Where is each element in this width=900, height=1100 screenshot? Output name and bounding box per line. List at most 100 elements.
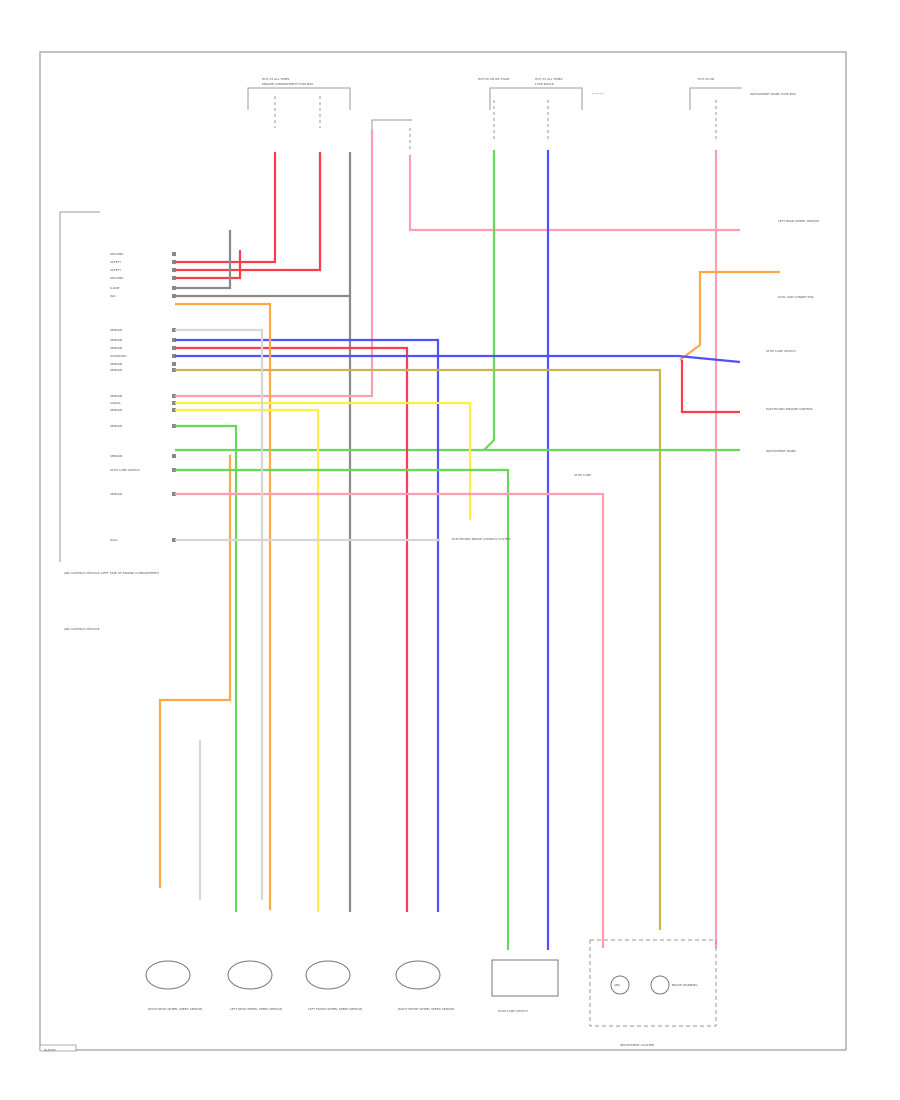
module-pin-label: SAFETY [110, 260, 121, 264]
sensor-label: RIGHT FRONT WHEEL SPEED SENSOR [398, 1007, 454, 1011]
module-pin-label: SENSOR [110, 368, 122, 372]
wire-gray-2 [175, 230, 232, 290]
mid-label-1: ELECTRONIC BRAKE CONTROL SYSTEM [452, 537, 511, 541]
fuse-box-4: HOT IN ON INSTRUMENT PANEL FUSE BOX [689, 77, 796, 140]
right-label-4: ELECTRONIC ENGINE CONTROL [766, 407, 813, 411]
wheel-speed-sensor: LEFT FRONT WHEEL SPEED SENSOR [305, 960, 362, 1011]
module-pin-label: GROUND [110, 252, 124, 256]
module-pin-label: IGN [110, 294, 115, 298]
svg-text:* * * * *: * * * * * [592, 92, 604, 96]
wheel-speed-sensor: LEFT REAR WHEEL SPEED SENSOR [227, 960, 282, 1011]
stop-lamp-switch-box [491, 959, 559, 997]
module-pin [172, 294, 176, 298]
fuse-box-3-label: HOT AT ALL TIMES [535, 77, 563, 81]
fuse-box-1-note: ENGINE COMPARTMENT FUSE BOX [262, 82, 313, 86]
wire-red-3 [175, 250, 242, 280]
module-pin [172, 424, 176, 428]
fuse-box-3-note: FUSE BLOCK [535, 82, 555, 86]
abs-warning-lamp-icon [610, 975, 630, 995]
footer-code: W-8765 [44, 1048, 56, 1052]
module-pin [172, 346, 176, 350]
instrument-cluster-box [589, 939, 717, 1027]
module-pin [172, 354, 176, 358]
module-pin [172, 268, 176, 272]
module-pin [172, 394, 176, 398]
wire-pink-1 [408, 155, 740, 232]
module-pin [172, 260, 176, 264]
module-pin-labels: GROUNDSAFETYSAFETYGROUNDK-LINEIGNSENSORS… [110, 252, 176, 542]
wire-lgray-2 [175, 328, 264, 900]
cluster-lamp-2: BRAKE WARNING [672, 983, 698, 987]
sensor-body-icon [395, 960, 441, 990]
fuse-box-4-note: INSTRUMENT PANEL FUSE BOX [750, 92, 796, 96]
wire-orange-right [679, 270, 780, 361]
module-pin [172, 538, 176, 542]
module-pin [172, 468, 176, 472]
module-pin-label: SENSOR [110, 394, 122, 398]
fuse-box-2: HOT IN ON OR START [371, 77, 510, 150]
cluster-label: INSTRUMENT CLUSTER [620, 1043, 654, 1047]
wire-blue-2 [175, 354, 741, 364]
module-pin-label: SENSOR [110, 492, 122, 496]
module-pin-label: SENSOR [110, 328, 122, 332]
wire-orange-1 [175, 302, 272, 910]
module-pin-label: STANDARD [110, 354, 127, 358]
wire-pink-2 [175, 130, 374, 398]
cluster-lamp-1: ABS [614, 983, 620, 987]
fuse-box-2-label: HOT IN ON OR START [478, 77, 510, 81]
fuse-box-1-label: HOT AT ALL TIMES [262, 77, 290, 81]
module-pin-label: DIAG [110, 538, 118, 542]
wire-red-row [175, 346, 409, 912]
wheel-speed-sensor: RIGHT FRONT WHEEL SPEED SENSOR [395, 960, 454, 1011]
right-label-1: LEFT REAR WHEEL SENSOR [778, 219, 819, 223]
wire-yellow-1 [175, 401, 472, 520]
wire-green-1 [175, 424, 238, 912]
footer-tab [39, 1044, 77, 1052]
right-labels: LEFT REAR WHEEL SENSOR DATA LINK CONNECT… [766, 219, 819, 453]
wire-yellow-2 [175, 408, 320, 912]
module-pin-label: SENSOR [110, 346, 122, 350]
module-pin [172, 362, 176, 366]
wire-red-right [680, 360, 740, 414]
brake-warning-lamp-icon [650, 975, 670, 995]
right-label-3: STOP LAMP SWITCH [766, 349, 796, 353]
right-label-2: DATA LINK CONNECTOR [778, 295, 814, 299]
wire-red-2 [175, 152, 322, 272]
fuse-box-1: HOT AT ALL TIMES ENGINE COMPARTMENT FUSE… [247, 77, 351, 128]
right-label-5: INSTRUMENT PANEL [766, 449, 796, 453]
mid-label-2: STOP LAMP [574, 473, 591, 477]
sensor-label: LEFT REAR WHEEL SPEED SENSOR [230, 1007, 282, 1011]
wheel-speed-sensor: RIGHT REAR WHEEL SPEED SENSOR [145, 960, 202, 1011]
wire-green-2 [175, 468, 510, 950]
wire-gray-1 [175, 152, 352, 298]
switch-label: STOP LAMP SWITCH [498, 1009, 528, 1013]
module-pin-label: SENSOR [110, 362, 122, 366]
module-pin [172, 401, 176, 405]
sensor-body-icon [227, 960, 273, 990]
fuse-box-3: HOT AT ALL TIMES FUSE BLOCK * * * * * [489, 77, 604, 140]
wire-orange-2 [158, 455, 232, 888]
sensor-label: LEFT FRONT WHEEL SPEED SENSOR [308, 1007, 362, 1011]
module-pin [172, 286, 176, 290]
module-pin-label: SAFETY [110, 268, 121, 272]
module-pin [172, 368, 176, 372]
module-pin [172, 492, 176, 496]
module-pin-label: SENSOR [110, 454, 122, 458]
module-pin-label: SENSOR [110, 338, 122, 342]
fuse-box-4-label: HOT IN ON [698, 77, 714, 81]
module-pin [172, 328, 176, 332]
module-pin-label: SENSOR [110, 424, 122, 428]
module-pin [172, 252, 176, 256]
wire-olive [175, 368, 662, 930]
bottom-components: RIGHT REAR WHEEL SPEED SENSOR LEFT REAR W… [145, 960, 528, 1013]
module-pin-label: SENSOR [110, 408, 122, 412]
module-pin-label: STOP LAMP SWITCH [110, 468, 140, 472]
module-note: ABS CONTROL MODULE (LEFT SIDE OF ENGINE … [64, 571, 159, 575]
wire-red-1 [175, 152, 277, 264]
sensor-label: RIGHT REAR WHEEL SPEED SENSOR [148, 1007, 202, 1011]
diagram-border [39, 51, 847, 1051]
wire-green-top [175, 150, 496, 452]
module-pin [172, 338, 176, 342]
module-bracket [59, 211, 100, 562]
